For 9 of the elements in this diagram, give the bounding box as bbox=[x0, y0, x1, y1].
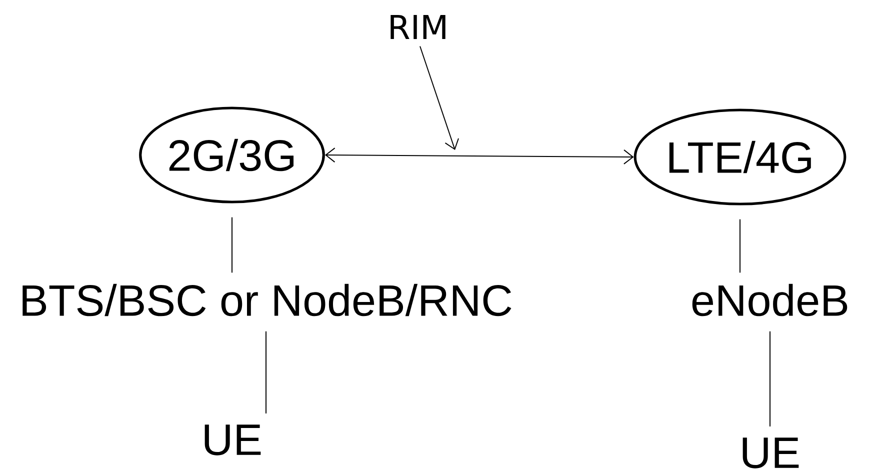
arrow bbox=[324, 148, 634, 164]
node-label: BTS/BSC or NodeB/RNC bbox=[22, 284, 512, 316]
ellipse-node: LTE/4G bbox=[634, 108, 846, 206]
node-label: UE bbox=[742, 438, 799, 468]
leader-arrow bbox=[420, 46, 459, 150]
node-label: eNodeB bbox=[692, 284, 848, 316]
node-label: UE bbox=[204, 424, 261, 456]
node-label: RIM bbox=[390, 14, 446, 40]
ellipse-node: 2G/3G bbox=[139, 106, 325, 204]
